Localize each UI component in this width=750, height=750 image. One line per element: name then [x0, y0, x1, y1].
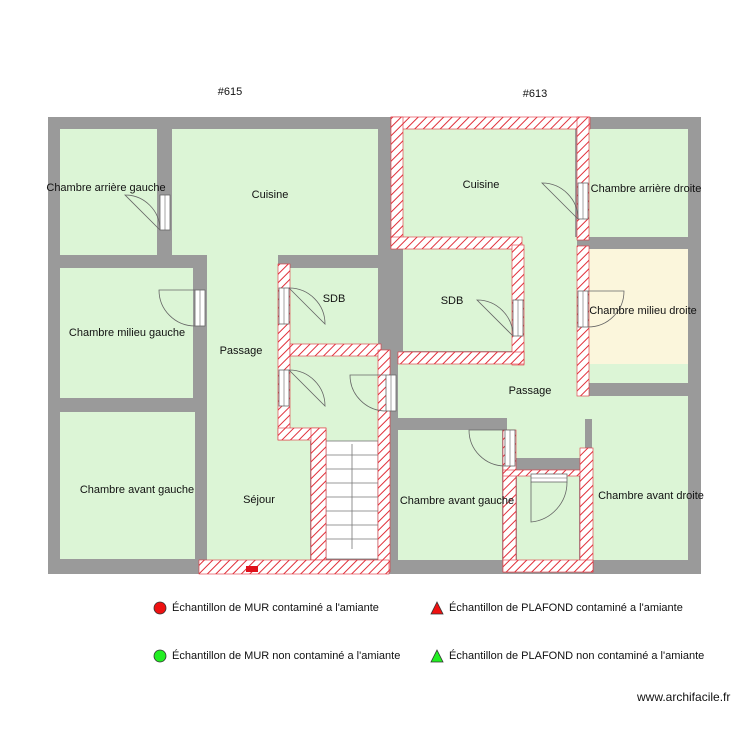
room-chambre-arriere-gauche	[60, 129, 157, 255]
hatched-wall	[390, 116, 404, 248]
room-chambre-avant-gauche-613	[398, 430, 502, 560]
room-label-chambre-arriere-gauche: Chambre arrière gauche	[46, 182, 165, 194]
room-label-chambre-avant-droite: Chambre avant droite	[598, 490, 704, 502]
door-sdb-613	[476, 299, 524, 337]
wall	[195, 468, 207, 560]
hatched-wall	[576, 116, 590, 241]
room-placard-613	[517, 474, 579, 560]
room-stair-hall-615	[290, 356, 380, 441]
stair-treads	[326, 444, 378, 549]
door-chambre-arriere-droite	[541, 182, 589, 220]
wall	[193, 268, 207, 399]
room-label-sejour: Séjour	[243, 494, 275, 506]
green-circle-icon	[153, 649, 167, 663]
room-label-chambre-arriere-droite: Chambre arrière droite	[591, 183, 702, 195]
room-label-cuisine-613: Cuisine	[463, 179, 500, 191]
legend-plafond-non-contamine-label: Échantillon de PLAFOND non contaminé a l…	[449, 650, 705, 662]
room-label-chambre-milieu-gauche: Chambre milieu gauche	[69, 327, 185, 339]
legend-mur-non-contamine-label: Échantillon de MUR non contaminé a l'ami…	[172, 650, 401, 662]
door-landing-613	[349, 374, 397, 412]
room-chambre-milieu-droite	[589, 249, 688, 383]
hatched-wall	[397, 351, 525, 365]
room-label-chambre-milieu-droite: Chambre milieu droite	[589, 305, 697, 317]
legend-plafond-non-contamine: Échantillon de PLAFOND non contaminé a l…	[430, 649, 704, 663]
hatched-wall	[579, 447, 594, 573]
room-chambre-arriere-droite	[589, 129, 688, 237]
room-label-passage-615: Passage	[220, 345, 263, 357]
green-triangle-icon	[430, 649, 444, 663]
legend-plafond-contamine: Échantillon de PLAFOND contaminé a l'ami…	[430, 601, 683, 615]
legend-mur-non-contamine: Échantillon de MUR non contaminé a l'ami…	[153, 649, 400, 663]
hatched-wall	[390, 116, 591, 130]
red-triangle-icon	[430, 601, 444, 615]
room-label-chambre-avant-gauche-615: Chambre avant gauche	[80, 484, 194, 496]
door-sdb-615	[278, 287, 326, 325]
room-label-sdb-615: SDB	[323, 293, 346, 305]
room-passage-613-top	[522, 237, 577, 367]
door-chambre-arriere-gauche	[124, 194, 171, 231]
red-circle-icon	[153, 601, 167, 615]
hatched-wall	[502, 559, 594, 573]
door-placard-613	[530, 473, 568, 523]
wall	[398, 418, 507, 430]
wall	[588, 383, 688, 396]
credit-link[interactable]: www.archifacile.fr	[637, 690, 731, 704]
hatched-wall	[390, 236, 523, 250]
hatched-wall	[198, 559, 390, 575]
hatched-wall	[310, 427, 327, 561]
room-passage-613-link	[507, 418, 585, 458]
room-chambre-avant-gauche-615	[60, 412, 195, 559]
room-label-chambre-avant-gauche-613: Chambre avant gauche	[400, 495, 514, 507]
legend-mur-contamine: Échantillon de MUR contaminé a l'amiante	[153, 601, 379, 615]
room-chambre-avant-droite	[592, 396, 688, 560]
wall	[60, 255, 207, 268]
room-passage-615-main	[207, 255, 278, 560]
room-label-sdb-613: SDB	[441, 295, 464, 307]
wall	[589, 237, 689, 249]
room-label-passage-613: Passage	[509, 385, 552, 397]
legend-plafond-contamine-label: Échantillon de PLAFOND contaminé a l'ami…	[449, 602, 683, 614]
room-label-cuisine-615: Cuisine	[252, 189, 289, 201]
room-sdb-613	[403, 249, 512, 351]
wall	[60, 399, 207, 412]
door-chambre-avant-gauche-613	[468, 429, 516, 467]
door-stair-hall-615	[278, 369, 326, 407]
door-chambre-milieu-droite	[577, 290, 625, 328]
door-chambre-milieu-gauche	[158, 289, 206, 327]
hatched-wall	[289, 343, 382, 357]
wall-sample-marker	[246, 566, 258, 572]
unit-label-615: #615	[218, 86, 242, 98]
unit-label-613: #613	[523, 88, 547, 100]
legend-mur-contamine-label: Échantillon de MUR contaminé a l'amiante	[172, 602, 379, 614]
room-sdb-615	[290, 268, 378, 344]
